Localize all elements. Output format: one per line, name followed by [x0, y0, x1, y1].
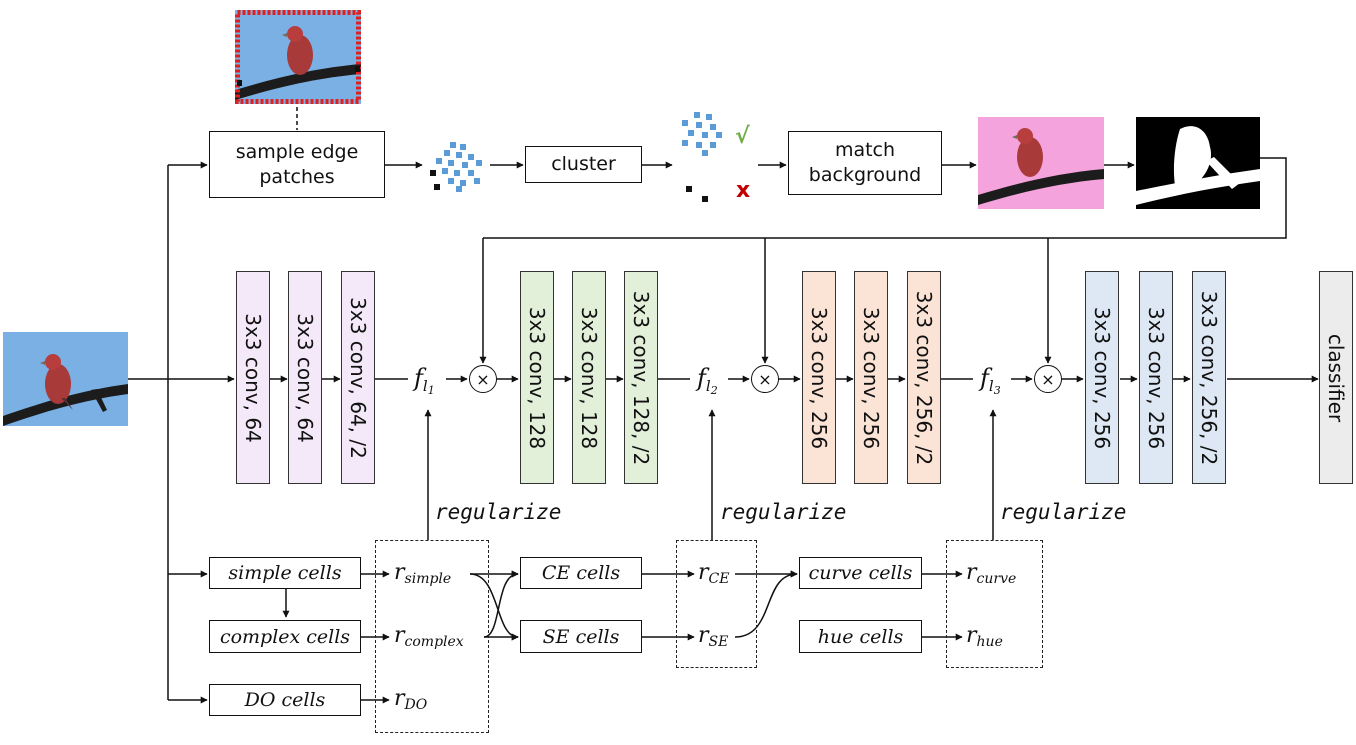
conv-layer-1: 3x3 conv, 64	[236, 271, 270, 484]
conv-layer-9: 3x3 conv, 256, /2	[907, 271, 941, 484]
conv-layer-3: 3x3 conv, 64, /2	[341, 271, 375, 484]
response-group-1	[375, 540, 489, 733]
response-r-complex: rcomplex	[394, 623, 464, 650]
conv-layer-10: 3x3 conv, 256	[1085, 271, 1119, 484]
response-r-se: rSE	[698, 623, 729, 650]
feature-f-l1: fl1	[414, 364, 435, 397]
ce-cells-box: CE cells	[520, 557, 642, 589]
edge-patch-sample-image	[235, 10, 361, 104]
clustered-patches-icon	[682, 112, 722, 156]
complex-cells-box: complex cells	[209, 620, 361, 653]
feature-f-l2: fl2	[697, 364, 718, 397]
hue-cells-box: hue cells	[799, 620, 922, 653]
conv-layer-12: 3x3 conv, 256, /2	[1192, 271, 1226, 484]
response-r-simple: rsimple	[394, 560, 452, 587]
conv-layer-5: 3x3 conv, 128	[572, 271, 606, 484]
response-r-do: rDO	[394, 686, 428, 713]
background-matched-image	[978, 117, 1104, 209]
input-bird-image	[3, 332, 128, 426]
conv-layer-7: 3x3 conv, 256	[802, 271, 836, 484]
conv-layer-11: 3x3 conv, 256	[1139, 271, 1173, 484]
check-mark-icon: √	[735, 124, 750, 149]
regularize-label-1: regularize	[435, 500, 562, 524]
sample-edge-patches-box: sample edge patches	[209, 131, 385, 198]
response-r-ce: rCE	[698, 560, 730, 587]
multiply-node-2: ×	[751, 365, 779, 393]
rejected-patches-icon	[686, 186, 708, 202]
multiply-node-3: ×	[1034, 365, 1062, 393]
feature-f-l3: fl3	[980, 364, 1001, 397]
cross-mark-icon: x	[736, 178, 751, 203]
response-group-3	[946, 540, 1043, 668]
patch-scatter-icon	[430, 142, 482, 192]
response-r-curve: rcurve	[966, 560, 1017, 587]
conv-layer-2: 3x3 conv, 64	[288, 271, 322, 484]
cluster-box: cluster	[525, 146, 642, 183]
do-cells-box: DO cells	[209, 684, 361, 716]
se-cells-box: SE cells	[520, 620, 642, 653]
conv-layer-6: 3x3 conv, 128, /2	[624, 271, 658, 484]
regularize-label-3: regularize	[1000, 500, 1127, 524]
conv-layer-8: 3x3 conv, 256	[854, 271, 888, 484]
response-r-hue: rhue	[966, 623, 1003, 650]
curve-cells-box: curve cells	[799, 557, 922, 589]
match-background-box: match background	[788, 131, 942, 195]
classifier-layer: classifier	[1319, 271, 1353, 484]
simple-cells-box: simple cells	[209, 557, 361, 589]
conv-layer-4: 3x3 conv, 128	[520, 271, 554, 484]
response-group-2	[676, 540, 757, 668]
multiply-node-1: ×	[469, 365, 497, 393]
regularize-label-2: regularize	[720, 500, 847, 524]
segmentation-mask-image	[1136, 117, 1260, 209]
